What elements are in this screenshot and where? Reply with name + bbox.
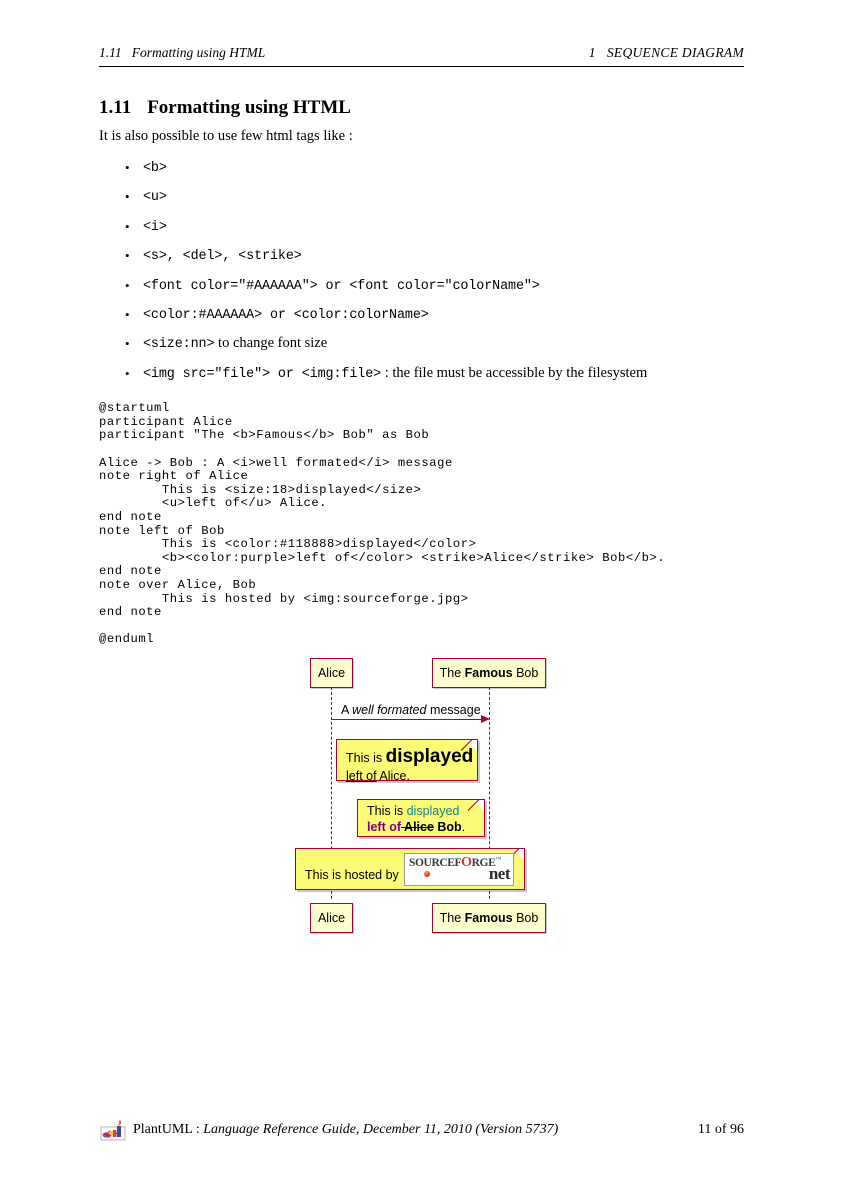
note-line2-end: .: [461, 819, 466, 834]
running-head-chapter-title: SEQUENCE DIAGRAM: [606, 45, 744, 60]
note-line1-plain: This is: [346, 751, 386, 765]
note-line2-underlined: left of: [346, 768, 377, 783]
message-plain-end: message: [426, 703, 481, 717]
note-line1-colored: displayed: [406, 804, 460, 818]
html-tag-list: <b> <u> <i> <s>, <del>, <strike> <font c…: [118, 153, 738, 389]
note-line2-strikethrough: Alice: [401, 819, 434, 834]
tag-code: <color:#AAAAAA> or <color:colorName>: [143, 307, 429, 323]
note-line2-bold: Bob: [433, 819, 462, 834]
note-line1-plain: This is: [367, 804, 407, 818]
list-item: <s>, <del>, <strike>: [118, 241, 738, 271]
list-item: <size:nn> to change font size: [118, 329, 738, 359]
sourceforge-logo-image: SOURCEFORGE™ net: [404, 853, 514, 886]
participant-bold-part: Famous: [464, 666, 513, 680]
running-head-chapter-number: 1: [588, 45, 596, 60]
participant-prefix: The: [439, 911, 465, 925]
sourceforge-dot-icon: [424, 871, 430, 877]
message-italic-part: well formated: [352, 703, 427, 717]
page-number: 11 of 96: [697, 1122, 744, 1137]
participant-label: The Famous Bob: [440, 911, 539, 925]
note-line2-plain: Alice.: [376, 768, 410, 783]
section-number: 1.11: [99, 97, 132, 118]
running-head-section-number: 1.11: [99, 45, 122, 60]
list-item: <font color="#AAAAAA"> or <font color="c…: [118, 271, 738, 301]
plantuml-logo-icon: [99, 1118, 127, 1142]
participant-bob-bottom[interactable]: The Famous Bob: [432, 903, 546, 933]
list-item: <b>: [118, 153, 738, 183]
list-item: <u>: [118, 182, 738, 212]
participant-label: Alice: [317, 666, 346, 680]
participant-bob-top[interactable]: The Famous Bob: [432, 658, 546, 688]
participant-alice-bottom[interactable]: Alice: [310, 903, 353, 933]
note-left-of-bob[interactable]: This is displayed left of Alice Bob.: [357, 799, 485, 837]
note-over-label: This is hosted by: [305, 868, 399, 882]
participant-suffix: Bob: [512, 911, 539, 925]
section-heading-text: Formatting using HTML: [147, 97, 351, 118]
page-footer: PlantUML : Language Reference Guide, Dec…: [99, 1118, 744, 1142]
running-head-section-title: Formatting using HTML: [131, 45, 266, 60]
footer-product-name: PlantUML :: [133, 1122, 204, 1137]
lifeline-alice: [331, 687, 332, 899]
tag-code: <img src="file"> or <img:file>: [143, 366, 382, 382]
sourceforge-wordmark-top: SOURCEFORGE™: [409, 855, 501, 871]
tag-code: <i>: [143, 219, 167, 235]
footer-title: PlantUML : Language Reference Guide, Dec…: [133, 1122, 558, 1138]
page-title: 1.11 Formatting using HTML: [99, 97, 351, 119]
note-line1-large-text: displayed: [385, 746, 474, 767]
note-text: This is hosted by: [305, 868, 399, 884]
list-item: <color:#AAAAAA> or <color:colorName>: [118, 300, 738, 330]
list-item: <img src="file"> or <img:file> : the fil…: [118, 359, 738, 389]
tag-code: <b>: [143, 161, 167, 176]
message-line: [331, 719, 481, 720]
running-head: 1.11 Formatting using HTML 1 SEQUENCE DI…: [99, 45, 744, 61]
note-line2-purple: left of: [367, 819, 402, 834]
message-label: A well formated message: [341, 703, 481, 717]
running-head-right: 1 SEQUENCE DIAGRAM: [589, 45, 744, 61]
tag-code: <size:nn>: [143, 337, 215, 353]
tag-code: <s>, <del>, <strike>: [143, 249, 302, 265]
sourceforge-text-2: RGE: [471, 857, 496, 869]
participant-label: Alice: [317, 911, 346, 925]
message-plain-start: A: [341, 703, 353, 717]
sourceforge-text-1: SOURCEF: [409, 857, 462, 869]
participant-prefix: The: [439, 666, 465, 680]
list-item: <i>: [118, 212, 738, 242]
message-arrowhead-icon: [481, 715, 490, 723]
trademark-icon: ™: [495, 857, 501, 864]
header-rule: [99, 66, 744, 67]
participant-bold-part: Famous: [464, 911, 513, 925]
running-head-left: 1.11 Formatting using HTML: [99, 45, 265, 61]
note-text: This is displayed left of Alice Bob.: [367, 804, 465, 835]
sourceforge-wordmark-bottom: net: [488, 864, 511, 883]
plantuml-source-code: @startuml participant Alice participant …: [99, 401, 666, 647]
footer-subtitle: Language Reference Guide, December 11, 2…: [203, 1122, 559, 1137]
tag-code: <u>: [143, 190, 167, 206]
sourceforge-red-o: O: [461, 855, 472, 870]
participant-suffix: Bob: [512, 666, 539, 680]
tag-code: <font color="#AAAAAA"> or <font color="c…: [143, 278, 540, 294]
intro-paragraph: It is also possible to use few html tags…: [99, 128, 353, 144]
tag-suffix: : the file must be accessible by the fil…: [381, 364, 648, 381]
note-over-alice-bob[interactable]: This is hosted by SOURCEFORGE™ net: [295, 848, 525, 890]
participant-alice-top[interactable]: Alice: [310, 658, 353, 688]
note-fold-edge-icon: [468, 800, 484, 816]
note-right-of-alice[interactable]: This is displayed left of Alice.: [336, 739, 478, 784]
participant-label: The Famous Bob: [440, 666, 539, 680]
note-text: This is displayed left of Alice.: [346, 745, 473, 784]
tag-suffix: to change font size: [214, 335, 328, 352]
lifeline-bob: [489, 687, 490, 899]
